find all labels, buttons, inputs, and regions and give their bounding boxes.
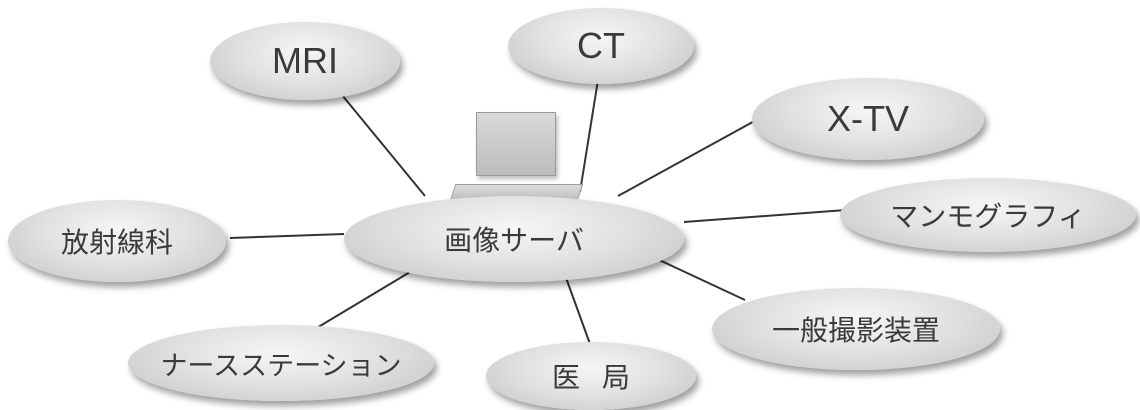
computer-icon <box>440 112 590 212</box>
node-mri: MRI <box>210 22 400 100</box>
node-radiology: 放射線科 <box>8 200 226 282</box>
edge-server-med <box>564 274 591 345</box>
node-label-general-radiography: 一般撮影装置 <box>771 314 940 347</box>
node-mammography: マンモグラフィ <box>840 178 1136 252</box>
edge-server-ct <box>579 79 599 193</box>
node-label-mammography: マンモグラフィ <box>890 200 1086 233</box>
node-label-radiology: 放射線科 <box>60 226 173 259</box>
edge-server-xtv <box>617 117 761 197</box>
edge-server-mri <box>341 94 426 197</box>
node-label-ct: CT <box>577 25 625 66</box>
node-label-x-tv: X-TV <box>826 98 909 139</box>
node-label-nurse-station: ナースステーション <box>160 350 402 382</box>
node-label-image-server: 画像サーバ <box>444 224 584 257</box>
edge-server-mammo <box>683 209 847 223</box>
node-x-tv: X-TV <box>752 78 984 160</box>
node-label-medical-office: 医局 <box>551 361 652 394</box>
node-image-server: 画像サーバ <box>344 196 684 282</box>
edge-server-xray <box>654 257 746 301</box>
edge-server-rad <box>229 233 345 239</box>
node-label-mri: MRI <box>272 40 338 81</box>
node-nurse-station: ナースステーション <box>128 325 434 401</box>
monitor-icon <box>476 112 556 176</box>
node-ct: CT <box>508 8 694 84</box>
node-medical-office: 医局 <box>486 342 696 410</box>
edge-server-nurse <box>304 265 421 336</box>
node-general-radiography: 一般撮影装置 <box>712 288 1000 370</box>
